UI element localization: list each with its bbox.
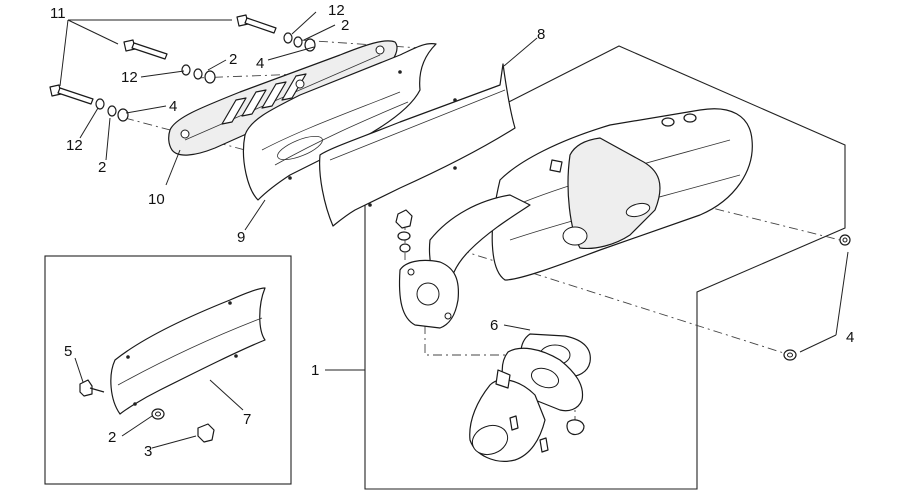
callout-5: 5 <box>64 343 72 360</box>
mounting-bolts <box>49 14 277 105</box>
shield-plate <box>319 63 516 227</box>
callout-1: 1 <box>311 362 319 379</box>
callout-12-top: 12 <box>328 2 345 19</box>
callout-labels: 11 12 2 4 2 12 4 12 2 10 9 8 1 6 4 5 7 2… <box>50 2 854 460</box>
inlet-stud-and-nuts <box>395 209 413 253</box>
callout-4-right: 4 <box>846 329 854 346</box>
curved-heat-shield <box>242 43 437 201</box>
callout-2-mid: 2 <box>229 51 237 68</box>
inset-heat-guard <box>110 287 266 415</box>
callout-8: 8 <box>537 26 545 43</box>
callout-9: 9 <box>237 229 245 246</box>
muffler-assembly-frame <box>364 45 846 490</box>
callout-11: 11 <box>50 5 66 22</box>
callout-7: 7 <box>243 411 251 428</box>
callout-12-mid: 12 <box>121 69 138 86</box>
leader-lines <box>59 11 849 449</box>
muffler-body <box>398 108 753 329</box>
callout-2-top: 2 <box>341 17 349 34</box>
callout-2-low: 2 <box>98 159 106 176</box>
callout-3: 3 <box>144 443 152 460</box>
perforated-heat-guard <box>168 40 398 156</box>
callout-6: 6 <box>490 317 498 334</box>
callout-2-inset: 2 <box>108 429 116 446</box>
callout-4-top: 4 <box>256 55 264 72</box>
elbow-pipe <box>469 347 585 462</box>
callout-10: 10 <box>148 191 165 208</box>
washers <box>95 32 851 361</box>
callout-4-mid: 4 <box>169 98 177 115</box>
inset-fasteners <box>79 379 215 443</box>
inset-frame <box>44 255 292 485</box>
callout-12-low: 12 <box>66 137 83 154</box>
